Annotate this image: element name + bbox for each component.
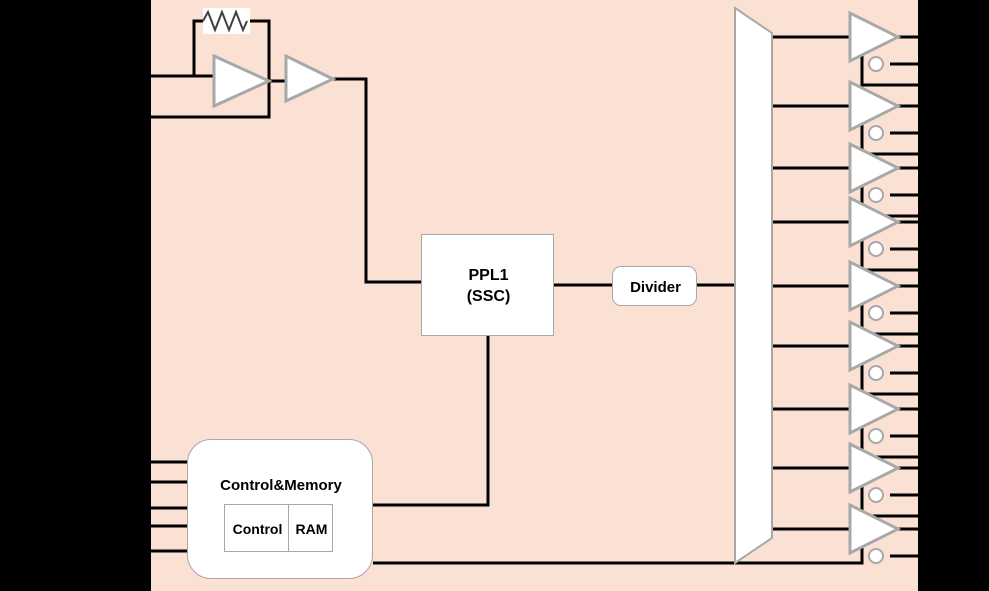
control-memory-label: Control&Memory [220, 476, 342, 494]
pll-label-line2: (SSC) [466, 288, 511, 305]
ram-subblock[interactable]: RAM [288, 504, 333, 552]
control-subblock[interactable]: Control [224, 504, 289, 552]
pll-label-line1: PPL1 [468, 267, 509, 284]
control-subblock-label: Control [232, 521, 283, 537]
pll-block[interactable]: PPL1 (SSC) [421, 234, 554, 336]
divider-label: Divider [630, 278, 681, 296]
ram-subblock-label: RAM [295, 521, 328, 537]
divider-block[interactable]: Divider [612, 266, 697, 306]
